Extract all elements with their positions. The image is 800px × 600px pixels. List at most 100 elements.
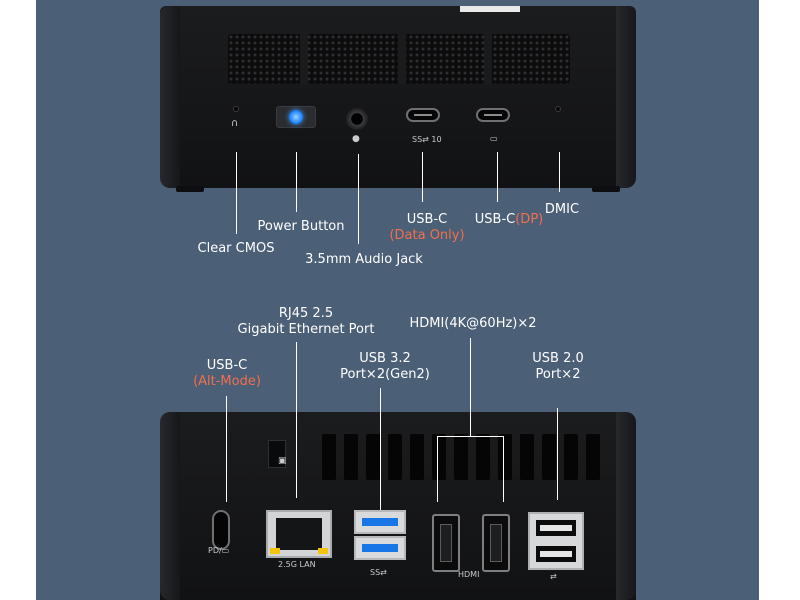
usbc-alt-mode-port [212,510,230,550]
callout-line-usb20 [557,408,558,500]
front-vent [228,34,570,84]
callout-line-dmic [559,152,560,192]
clear-cmos-hole [233,106,239,112]
usb2-icon: ⇄ [550,572,557,581]
audio-jack [346,108,368,130]
usb2-port [536,520,576,536]
usb2-tongue [540,551,572,557]
callout-line-rj45 [296,342,297,498]
power-button[interactable] [276,106,316,128]
mini-pc-front: ∩ ● SS⇄ 10 ▭ [160,6,636,192]
callout-line-hdmi-right [503,436,504,502]
label-rj45: RJ45 2.5 Gigabit Ethernet Port [226,306,386,338]
label-audio-jack: 3.5mm Audio Jack [305,252,423,267]
callout-line-usb32 [380,388,381,510]
usb3-port [354,510,406,534]
label-usbc-dp-name: USB-C [474,212,516,227]
vent-slot [564,434,578,480]
callout-line-usbc-data [422,152,423,202]
vent-slot [520,434,534,480]
usb3-tongue [362,544,398,552]
label-usb20-line2: Port×2 [535,367,581,382]
vent-divider [484,34,492,84]
label-usbc-dp: USB-C(DP) [464,212,554,228]
rj45-latch [284,540,298,550]
vent-divider [300,34,308,84]
label-rj45-line1: RJ45 2.5 [278,306,334,321]
callout-line-clear-cmos [236,152,237,234]
microphone-icon: ● [352,134,360,144]
callout-line-hdmi [470,338,471,436]
device-foot [176,186,204,192]
front-left-edge [160,6,180,188]
rj45-opening [276,518,322,550]
rj45-lan-port [266,510,332,558]
front-right-edge [616,6,636,188]
label-usb32-line2: Port×2(Gen2) [340,367,430,382]
label-hdmi: HDMI(4K@60Hz)×2 [409,316,537,331]
kensington-lock-slot: ▣ [268,440,287,468]
label-rj45-line2: Gigabit Ethernet Port [237,322,375,337]
callout-line-usbc-dp [497,152,498,202]
label-usbc-data-name: USB-C [406,212,448,227]
lock-icon: ▣ [278,456,287,466]
top-strip [460,6,520,12]
callout-line-hdmi-left [437,436,438,502]
label-usb20: USB 2.0 Port×2 [518,351,598,383]
usbc-dp-port [476,108,510,122]
lan-led [270,548,280,554]
mini-pc-rear: ▣ PD/▭ 2.5G LAN SS⇄ HDMI ⇄ [160,412,636,600]
hdmi-mark: HDMI [458,570,480,579]
callout-line-usbc-alt [226,396,227,502]
rear-left-edge [160,412,180,600]
headphone-reset-icon: ∩ [231,118,239,129]
callout-bracket-hdmi [437,436,504,437]
vent-slot [410,434,424,480]
hdmi-port [482,514,510,572]
callout-line-audio [358,154,359,244]
usb-icon: SS⇄ [370,568,387,577]
hdmi-opening [490,524,502,562]
usb-superspeed-mark: SS⇄ 10 [412,135,442,144]
rear-right-edge [616,412,636,600]
vent-slot [542,434,556,480]
label-clear-cmos: Clear CMOS [197,241,275,256]
dmic-hole [555,106,561,112]
pd-display-mark: PD/▭ [208,546,230,555]
vent-slot [432,434,446,480]
label-dmic: DMIC [544,202,580,217]
label-usbc-dp-note: (DP) [515,212,544,227]
label-usbc-alt-name: USB-C [206,358,248,373]
power-icon [289,110,303,124]
label-power-button: Power Button [257,219,345,234]
label-usb32: USB 3.2 Port×2(Gen2) [330,351,440,383]
callout-line-power [296,152,297,212]
vent-slot [586,434,600,480]
vent-slot [454,434,468,480]
hdmi-port [432,514,460,572]
hdmi-opening [440,524,452,562]
vent-slot [476,434,490,480]
label-usb32-line1: USB 3.2 [359,351,411,366]
usb2-tongue [540,525,572,531]
vent-slot [388,434,402,480]
vent-slot [366,434,380,480]
usb2-port-stack [528,512,584,570]
device-foot [592,186,620,192]
vent-divider [398,34,406,84]
usbc-data-port [406,108,440,122]
label-usbc-alt: USB-C (Alt-Mode) [178,358,276,390]
usb3-port [354,536,406,560]
lan-port-mark: 2.5G LAN [278,560,316,569]
usb2-port [536,546,576,562]
label-usbc-data-note: (Data Only) [389,228,465,243]
label-usbc-alt-note: (Alt-Mode) [193,374,261,389]
display-icon: ▭ [490,134,498,143]
vent-slot [322,434,336,480]
vent-slot [498,434,512,480]
label-usbc-data: USB-C (Data Only) [378,212,476,244]
usb3-tongue [362,518,398,526]
label-usb20-line1: USB 2.0 [532,351,584,366]
lan-led [318,548,328,554]
vent-slot [344,434,358,480]
